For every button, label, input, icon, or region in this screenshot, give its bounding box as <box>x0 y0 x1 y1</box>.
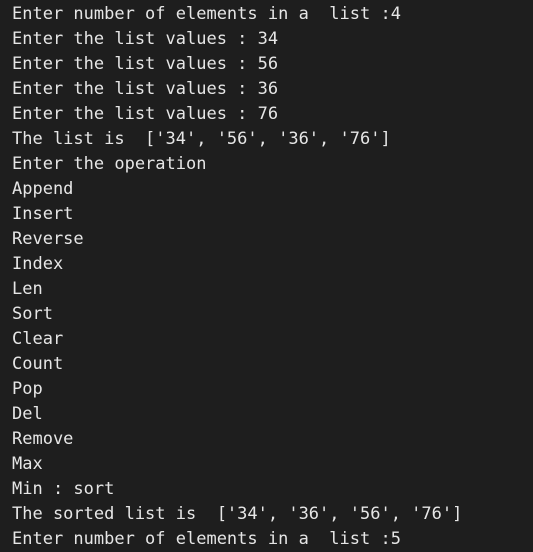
output-line: Reverse <box>12 229 84 249</box>
output-line: Enter the list values : 36 <box>12 79 279 99</box>
output-line: Enter number of elements in a list :4 <box>12 4 401 24</box>
output-line: The list is ['34', '56', '36', '76'] <box>12 129 391 149</box>
output-line: Max <box>12 454 43 474</box>
output-line: Index <box>12 254 64 274</box>
output-line: Remove <box>12 429 74 449</box>
output-line: Del <box>12 404 43 424</box>
output-line: Enter the list values : 76 <box>12 104 279 124</box>
output-line: Sort <box>12 304 53 324</box>
output-line: Append <box>12 179 74 199</box>
output-line: Pop <box>12 379 43 399</box>
output-line: Count <box>12 354 64 374</box>
output-line: Enter the operation <box>12 154 207 174</box>
output-line: Min : sort <box>12 479 115 499</box>
output-line: Clear <box>12 329 64 349</box>
output-line: Enter the list values : 56 <box>12 54 279 74</box>
output-line: Enter the list values : 34 <box>12 29 279 49</box>
output-line: The sorted list is ['34', '36', '56', '7… <box>12 504 463 524</box>
output-line: Len <box>12 279 43 299</box>
output-line: Enter number of elements in a list :5 <box>12 529 401 549</box>
output-line: Insert <box>12 204 74 224</box>
